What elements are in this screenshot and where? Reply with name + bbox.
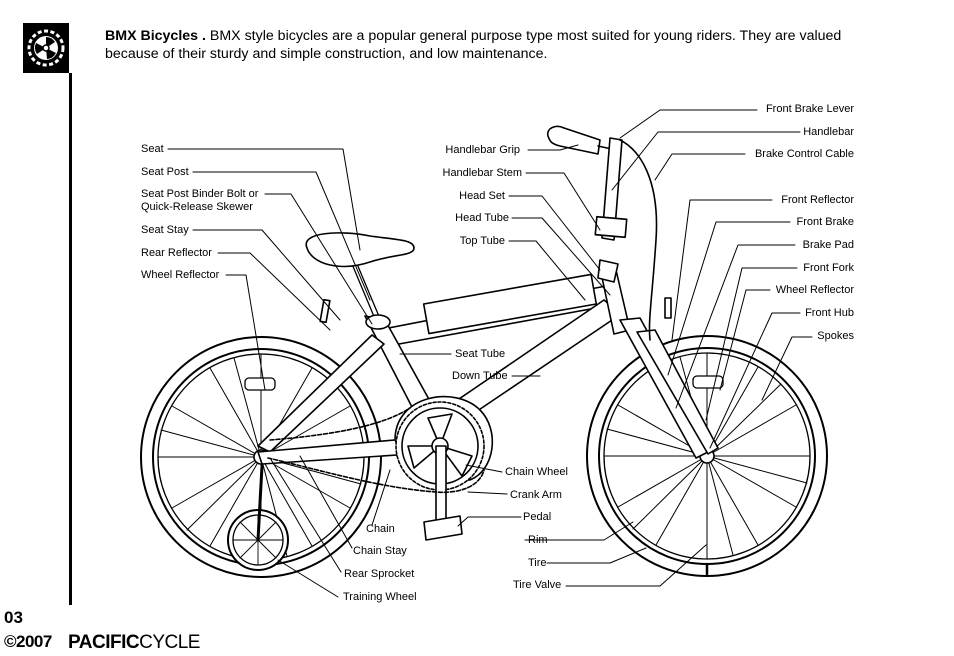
label-crank-arm: Crank Arm — [510, 489, 562, 501]
footer-copyright: ©2007 — [4, 632, 52, 651]
label-brake-control-cable: Brake Control Cable — [754, 148, 854, 160]
brand-light: CYCLE — [139, 632, 200, 653]
label-wheel-reflector-front: Wheel Reflector — [775, 284, 854, 296]
training-wheel — [227, 464, 289, 571]
label-rear-reflector: Rear Reflector — [141, 247, 212, 259]
label-rear-sprocket: Rear Sprocket — [344, 568, 415, 580]
label-down-tube: Down Tube — [452, 370, 508, 382]
label-front-hub: Front Hub — [805, 307, 854, 319]
label-head-set: Head Set — [459, 190, 505, 202]
label-seat-stay: Seat Stay — [141, 224, 189, 236]
label-seat-post: Seat Post — [141, 166, 189, 178]
leader-lines — [167, 109, 813, 598]
label-handlebar-stem: Handlebar Stem — [442, 167, 523, 179]
side-rule — [69, 73, 72, 605]
label-front-brake-lever: Front Brake Lever — [765, 103, 854, 115]
label-handlebar: Handlebar — [803, 126, 854, 138]
label-front-fork: Front Fork — [803, 262, 854, 274]
label-seat: Seat — [141, 143, 164, 155]
intro-heading: BMX Bicycles . — [105, 28, 206, 44]
label-spokes: Spokes — [817, 330, 854, 342]
brand-bold: PACIFIC — [68, 632, 140, 653]
sprocket-logo-icon — [27, 29, 65, 67]
footer-brand: PACIFICCYCLE — [68, 632, 200, 654]
label-chain-stay: Chain Stay — [353, 545, 407, 557]
logo-box — [23, 23, 69, 73]
label-head-tube: Head Tube — [455, 212, 509, 224]
intro-text: BMX style bicycles are a popular general… — [105, 28, 842, 62]
label-front-brake: Front Brake — [796, 216, 854, 228]
label-pedal: Pedal — [523, 511, 552, 523]
bike-frame — [257, 267, 719, 465]
intro-paragraph: BMX Bicycles . BMX style bicycles are a … — [105, 28, 845, 63]
front-wheel — [586, 335, 828, 577]
handlebar-assembly — [546, 125, 672, 341]
label-handlebar-grip: Handlebar Grip — [445, 144, 520, 156]
label-chain: Chain — [366, 523, 395, 535]
label-tire-valve: Tire Valve — [513, 579, 562, 591]
label-training-wheel: Training Wheel — [343, 591, 417, 603]
label-wheel-reflector-rear: Wheel Reflector — [141, 269, 220, 281]
label-chain-wheel: Chain Wheel — [505, 466, 568, 478]
label-brake-pad: Brake Pad — [802, 239, 854, 251]
label-front-reflector: Front Reflector — [781, 194, 854, 206]
page-number: 03 — [4, 608, 23, 627]
label-rim: Rim — [528, 534, 548, 546]
label-seat-post-binder: Seat Post Binder Bolt or Quick-Release S… — [141, 188, 259, 213]
label-tire: Tire — [528, 557, 547, 569]
seat-assembly — [305, 232, 415, 330]
label-seat-tube: Seat Tube — [455, 348, 506, 360]
label-top-tube: Top Tube — [459, 235, 505, 247]
